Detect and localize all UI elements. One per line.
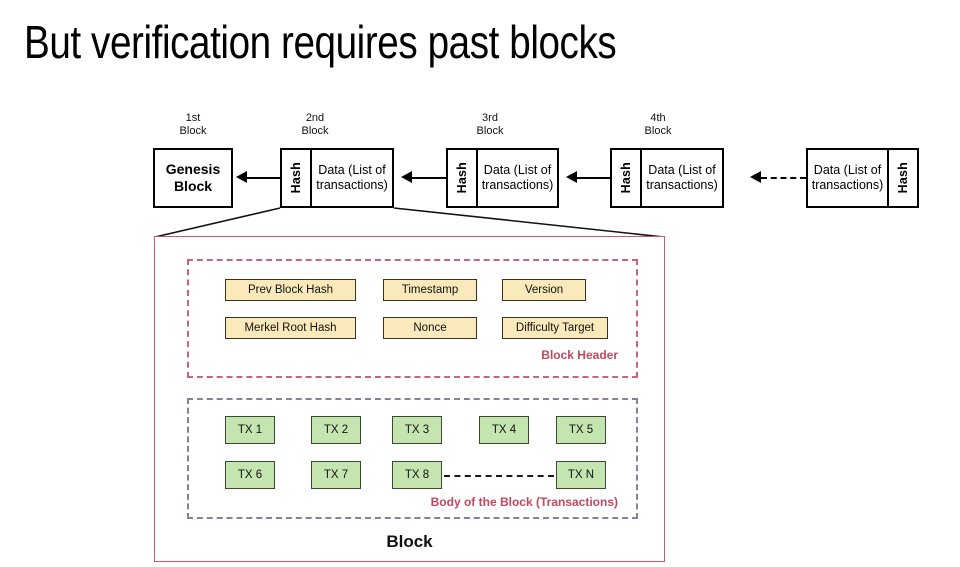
tx-8[interactable]: TX 8 bbox=[392, 461, 442, 489]
label-2nd-block: 2nd Block bbox=[301, 112, 329, 137]
page-title: But verification requires past blocks bbox=[24, 16, 617, 68]
block-body-caption: Body of the Block (Transactions) bbox=[430, 495, 618, 509]
block-4[interactable]: Hash Data (List of transactions) bbox=[610, 148, 724, 208]
tx-n[interactable]: TX N bbox=[556, 461, 606, 489]
genesis-block[interactable]: Genesis Block bbox=[153, 148, 233, 208]
block-detail-container: Prev Block Hash Timestamp Version Merkel… bbox=[154, 236, 665, 562]
block-n-hash-label: Hash bbox=[896, 162, 910, 194]
tx-ellipsis-connector bbox=[444, 475, 554, 477]
label-3rd-block: 3rd Block bbox=[476, 112, 504, 137]
chain-arrow-head-1 bbox=[236, 171, 247, 183]
blockchain-chain: 1st Block 2nd Block 3rd Block 4th Block … bbox=[0, 0, 960, 230]
field-merkel-root-hash[interactable]: Merkel Root Hash bbox=[225, 317, 356, 339]
field-difficulty-target[interactable]: Difficulty Target bbox=[502, 317, 608, 339]
tx-6[interactable]: TX 6 bbox=[225, 461, 275, 489]
field-prev-block-hash[interactable]: Prev Block Hash bbox=[225, 279, 356, 301]
chain-arrow-dashed bbox=[761, 177, 806, 179]
field-nonce[interactable]: Nonce bbox=[383, 317, 477, 339]
block-3[interactable]: Hash Data (List of transactions) bbox=[446, 148, 559, 208]
block-n-hash-cell: Hash bbox=[887, 150, 917, 206]
chain-arrow-3 bbox=[577, 177, 610, 179]
block-3-hash-label: Hash bbox=[455, 162, 469, 194]
block-body-group: TX 1 TX 2 TX 3 TX 4 TX 5 TX 6 TX 7 TX 8 … bbox=[187, 398, 638, 519]
block-3-data-label: Data (List of transactions) bbox=[481, 163, 554, 192]
block-2-data-label: Data (List of transactions) bbox=[316, 163, 388, 192]
chain-arrow-head-3 bbox=[566, 171, 577, 183]
block-4-hash-cell: Hash bbox=[612, 150, 642, 206]
block-header-group: Prev Block Hash Timestamp Version Merkel… bbox=[187, 259, 638, 378]
chain-arrow-head-dashed bbox=[750, 171, 761, 183]
genesis-block-label: Genesis Block bbox=[165, 161, 221, 194]
block-n[interactable]: Data (List of transactions) Hash bbox=[806, 148, 919, 208]
block-2-hash-label: Hash bbox=[289, 162, 303, 194]
block-n-data-label: Data (List of transactions) bbox=[811, 163, 884, 192]
tx-5[interactable]: TX 5 bbox=[556, 416, 606, 444]
block-2[interactable]: Hash Data (List of transactions) bbox=[280, 148, 394, 208]
field-version[interactable]: Version bbox=[502, 279, 586, 301]
block-header-caption: Block Header bbox=[541, 348, 618, 362]
chain-arrow-1 bbox=[247, 177, 280, 179]
block-4-data-label: Data (List of transactions) bbox=[646, 163, 718, 192]
block-3-hash-cell: Hash bbox=[448, 150, 478, 206]
label-4th-block: 4th Block bbox=[644, 112, 672, 137]
chain-arrow-2 bbox=[412, 177, 446, 179]
tx-4[interactable]: TX 4 bbox=[479, 416, 529, 444]
tx-2[interactable]: TX 2 bbox=[311, 416, 361, 444]
field-timestamp[interactable]: Timestamp bbox=[383, 279, 477, 301]
tx-7[interactable]: TX 7 bbox=[311, 461, 361, 489]
tx-1[interactable]: TX 1 bbox=[225, 416, 275, 444]
block-4-hash-label: Hash bbox=[619, 162, 633, 194]
tx-3[interactable]: TX 3 bbox=[392, 416, 442, 444]
block-2-hash-cell: Hash bbox=[282, 150, 312, 206]
chain-arrow-head-2 bbox=[401, 171, 412, 183]
label-1st-block: 1st Block bbox=[179, 112, 207, 137]
block-caption: Block bbox=[386, 532, 433, 551]
